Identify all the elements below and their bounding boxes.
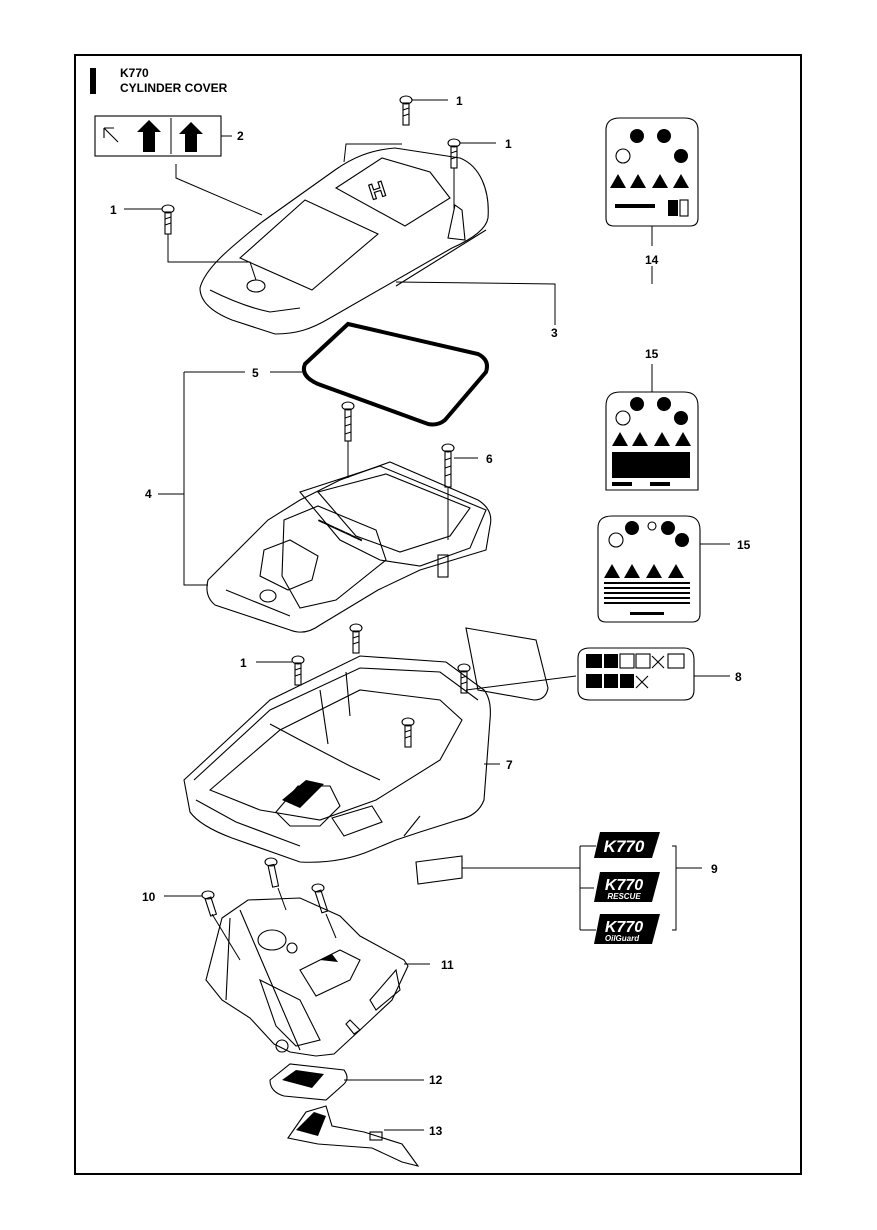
part-7-screw-center [349, 623, 363, 654]
part-8-label [465, 627, 730, 701]
callout-4: 4 [145, 487, 152, 501]
decal-k770-plain-text: K770 [604, 837, 645, 856]
part-6-screw [441, 443, 478, 540]
part-7-screw-right [457, 663, 471, 694]
callout-8: 8 [735, 670, 742, 684]
callout-10: 10 [142, 890, 156, 904]
callout-1-left: 1 [110, 203, 117, 217]
callout-1-right: 1 [505, 137, 512, 151]
part-12-cover-plate [269, 1063, 424, 1101]
page-title: K770 CYLINDER COVER [120, 66, 227, 96]
part-7-lower-housing [183, 655, 500, 863]
callout-15-right: 15 [737, 538, 751, 552]
callout-11: 11 [441, 958, 454, 972]
decal-k770-oilguard: K770 OilGuard [594, 914, 660, 944]
part-1-screw-right [447, 138, 496, 210]
callout-9: 9 [711, 862, 718, 876]
decal-k770-plain: K770 [594, 832, 660, 858]
part-10-screw [164, 890, 241, 961]
callout-7: 7 [506, 758, 513, 772]
svg-text:H: H [366, 176, 389, 205]
part-2-arrow-decal [94, 115, 232, 157]
title-marker [90, 68, 96, 94]
callout-12: 12 [429, 1073, 443, 1087]
decal-k770-rescue: K770 RESCUE [594, 872, 660, 902]
callout-1-lower: 1 [240, 656, 247, 670]
svg-text:▬▬▬▬▬▬▬▬: ▬▬▬▬▬▬▬▬ [317, 517, 363, 543]
part-3-top-cover: H [175, 143, 556, 335]
part-11-screw-top [264, 857, 287, 911]
callout-5: 5 [252, 366, 259, 380]
part-9-model-decals [415, 845, 702, 931]
callout-6: 6 [486, 452, 493, 466]
part-1-screw-left [124, 204, 257, 281]
section-title: CYLINDER COVER [120, 81, 228, 95]
part-15-decal-top [605, 364, 699, 491]
part-13-bracket [287, 1105, 424, 1167]
part-4-filter-base: ▬▬▬▬▬▬▬▬ [158, 371, 492, 633]
part-1-screw-lower [256, 655, 305, 686]
part-11-starter-housing [205, 897, 430, 1057]
model-title: K770 [120, 66, 149, 80]
callout-1-top: 1 [456, 94, 463, 108]
part-11-screw-right [311, 883, 337, 939]
decal-k770-rescue-variant: RESCUE [607, 892, 641, 901]
diagram-frame [74, 54, 802, 1175]
part-5-gasket [270, 321, 489, 427]
part-14-warning-decal [605, 117, 699, 284]
part-15-decal-right [597, 515, 730, 623]
decal-k770-rescue-model: K770 [605, 877, 643, 894]
part-7-screw-inner [401, 717, 415, 748]
callout-2: 2 [237, 129, 244, 143]
callout-15-top: 15 [645, 347, 659, 361]
decal-k770-oilguard-variant: OilGuard [605, 934, 640, 943]
callout-3: 3 [551, 326, 558, 340]
part-4-screw-center [341, 401, 355, 478]
callout-14: 14 [645, 253, 659, 267]
decal-k770-oilguard-model: K770 [605, 919, 643, 936]
part-1-screw-top [399, 95, 448, 126]
callout-13: 13 [429, 1124, 443, 1138]
